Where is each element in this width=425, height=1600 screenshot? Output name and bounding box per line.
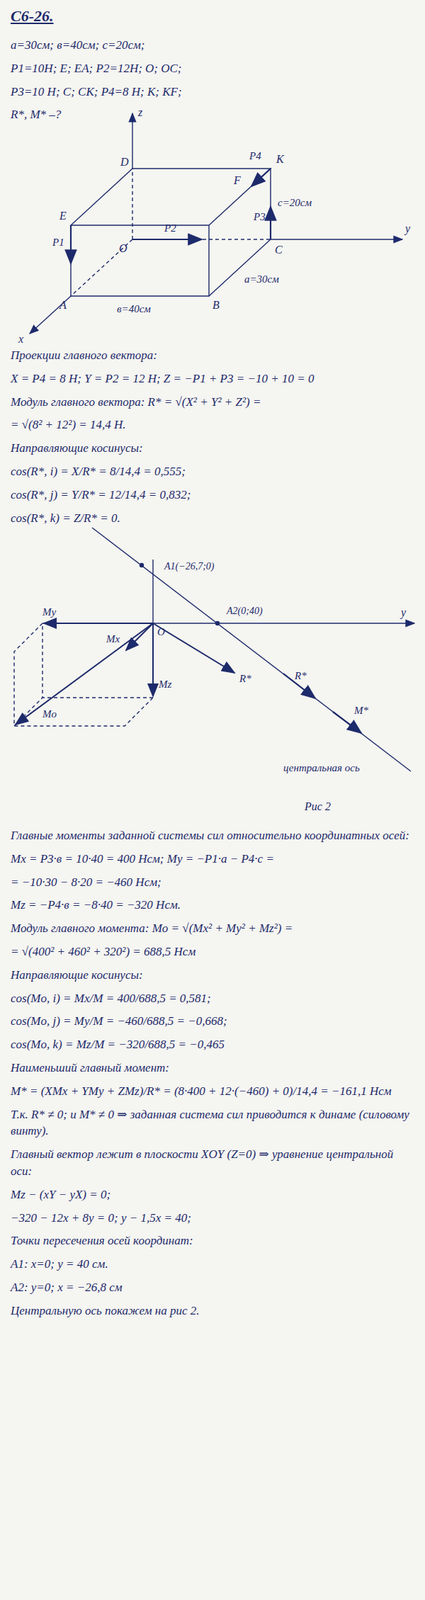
point-label: E xyxy=(59,209,67,223)
solution-line: Mz − (xY − yX) = 0; xyxy=(10,1186,415,1204)
moment-label: My xyxy=(42,606,56,619)
solution-line: Наименьший главный момент: xyxy=(10,1059,415,1077)
solution-line: Направляющие косинусы: xyxy=(10,439,415,457)
solution-line: cos(R*, i) = X/R* = 8/14,4 = 0,555; xyxy=(10,463,415,481)
solution-line: Центральную ось покажем на рис 2. xyxy=(10,1302,415,1320)
solution-line: = √(8² + 12²) = 14,4 Н. xyxy=(10,416,415,434)
axis-label: y xyxy=(405,222,411,236)
axis-label: y xyxy=(400,606,406,620)
solution-line: Направляющие косинусы: xyxy=(10,966,415,984)
force-label: P3 xyxy=(253,211,266,224)
point-label: B xyxy=(212,298,220,312)
force-label: P1 xyxy=(52,236,65,249)
point-label: C xyxy=(274,243,283,257)
moment-label: Mz xyxy=(158,678,172,691)
solution-line: Т.к. R* ≠ 0; и M* ≠ 0 ⇒ заданная система… xyxy=(10,1106,415,1141)
solution-line: Проекции главного вектора: xyxy=(10,347,415,365)
main-moment-section: Главные моменты заданной системы сил отн… xyxy=(10,827,415,1326)
solution-line: Главный вектор лежит в плоскости XOY (Z=… xyxy=(10,1146,415,1181)
solution-line: Mz = −P4·в = −8·40 = −320 Нсм. xyxy=(10,896,415,914)
solution-line: cos(Mo, i) = Mx/M = 400/688,5 = 0,581; xyxy=(10,990,415,1008)
solution-line: cos(Mo, j) = My/M = −460/688,5 = −0,668; xyxy=(10,1012,415,1030)
point-label: O xyxy=(157,626,166,639)
problem-title: C6-26. xyxy=(10,7,54,26)
dimension-label: a=30см xyxy=(244,273,280,286)
solution-line: cos(Mo, k) = Mz/M = −320/688,5 = −0,465 xyxy=(10,1036,415,1054)
moment-label: Mx xyxy=(106,633,120,646)
dimension-label: c=20см xyxy=(277,196,312,209)
solution-line: A2: y=0; x = −26,8 см xyxy=(10,1279,415,1297)
point-label: O xyxy=(119,242,128,255)
point-label: F xyxy=(233,174,241,187)
solution-line: Модуль главного вектора: R* = √(X² + Y² … xyxy=(10,393,415,411)
solution-line: cos(R*, k) = Z/R* = 0. xyxy=(10,510,415,527)
solution-line: cos(R*, j) = Y/R* = 12/14,4 = 0,832; xyxy=(10,486,415,504)
point-label: A1(−26,7;0) xyxy=(164,561,215,572)
force-label: P4 xyxy=(249,150,262,163)
figure-caption: Рис 2 xyxy=(304,800,331,814)
axis-label: x xyxy=(18,332,24,346)
vector-label: M* xyxy=(354,704,369,717)
main-vector-section: Проекции главного вектора: X = P4 = 8 Н; … xyxy=(10,347,415,533)
solution-line: = −10·30 − 8·20 = −460 Нсм; xyxy=(10,874,415,892)
axis-name: центральная ось xyxy=(283,762,360,775)
force-label: P2 xyxy=(164,222,177,235)
point-label: K xyxy=(276,153,285,166)
solution-line: Главные моменты заданной системы сил отн… xyxy=(10,827,415,845)
solution-line: X = P4 = 8 Н; Y = P2 = 12 Н; Z = −P1 + P… xyxy=(10,370,415,388)
point-label: A xyxy=(59,298,67,312)
solution-line: a=30см; в=40см; с=20см; xyxy=(10,36,415,54)
vector-label: R* xyxy=(239,672,252,685)
moments-figure-2 xyxy=(14,527,415,772)
moment-label: Mo xyxy=(42,708,57,721)
solution-line: A1: x=0; y = 40 см. xyxy=(10,1255,415,1273)
dimension-label: в=40см xyxy=(116,303,151,316)
solution-line: −320 − 12x + 8y = 0; y − 1,5x = 40; xyxy=(10,1209,415,1227)
solution-line: Модуль главного момента: Mo = √(Mx² + My… xyxy=(10,920,415,938)
given-data: a=30см; в=40см; с=20см; P1=10Н; E; EA; P2… xyxy=(10,36,415,130)
solution-line: P1=10Н; E; EA; P2=12Н; O; OC; xyxy=(10,60,415,78)
point-label: A2(0;40) xyxy=(226,605,263,617)
solution-line: R*, M* –? xyxy=(10,106,415,124)
box-figure-1 xyxy=(29,113,403,334)
point-label: D xyxy=(120,155,129,169)
solution-line: M* = (XMx + YMy + ZMz)/R* = (8·400 + 12·… xyxy=(10,1083,415,1101)
solution-line: Mx = P3·в = 10·40 = 400 Нсм; My = −P1·a … xyxy=(10,850,415,868)
solution-line: = √(400² + 460² + 320²) = 688,5 Нсм xyxy=(10,943,415,961)
axis-label: z xyxy=(138,106,143,119)
solution-line: Точки пересечения осей координат: xyxy=(10,1232,415,1250)
solution-line: P3=10 Н; C; CK; P4=8 Н; K; KF; xyxy=(10,83,415,101)
vector-label: R* xyxy=(294,670,307,683)
